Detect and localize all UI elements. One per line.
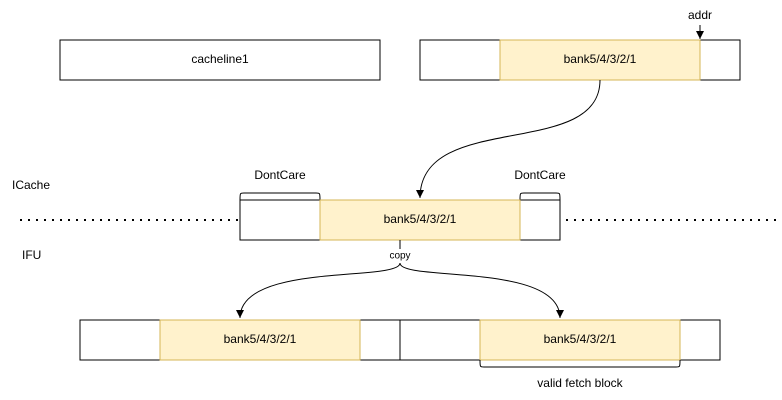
dont-care-left-brace [239,192,321,201]
icache-bank-block [319,199,521,241]
cacheline1-label: cacheline1 [191,52,249,66]
ifu-label: IFU [22,248,41,262]
icache-label: ICache [12,178,50,192]
valid-fetch-block-brace [479,359,681,368]
dont-care-right-label: DontCare [514,168,566,182]
cacheline1-box [59,39,381,81]
copy-arrow-right [399,262,564,319]
fetch-right-bank-label: bank5/4/3/2/1 [544,332,617,346]
fetch-left-bank-block [159,319,361,361]
top-bank-label: bank5/4/3/2/1 [564,52,637,66]
dont-care-left-label: DontCare [254,168,306,182]
fetch-right-bank-block [479,319,681,361]
dont-care-right-brace [519,192,561,201]
fetch-left-bank-label: bank5/4/3/2/1 [224,332,297,346]
top-bank-block [499,39,701,81]
copy-arrow-left [236,262,401,319]
bank-to-icache-arrow [416,79,601,199]
copy-label: copy [389,251,410,262]
icache-bank-label: bank5/4/3/2/1 [384,212,457,226]
addr-label: addr [688,8,712,22]
valid-fetch-block-label: valid fetch block [537,376,623,390]
